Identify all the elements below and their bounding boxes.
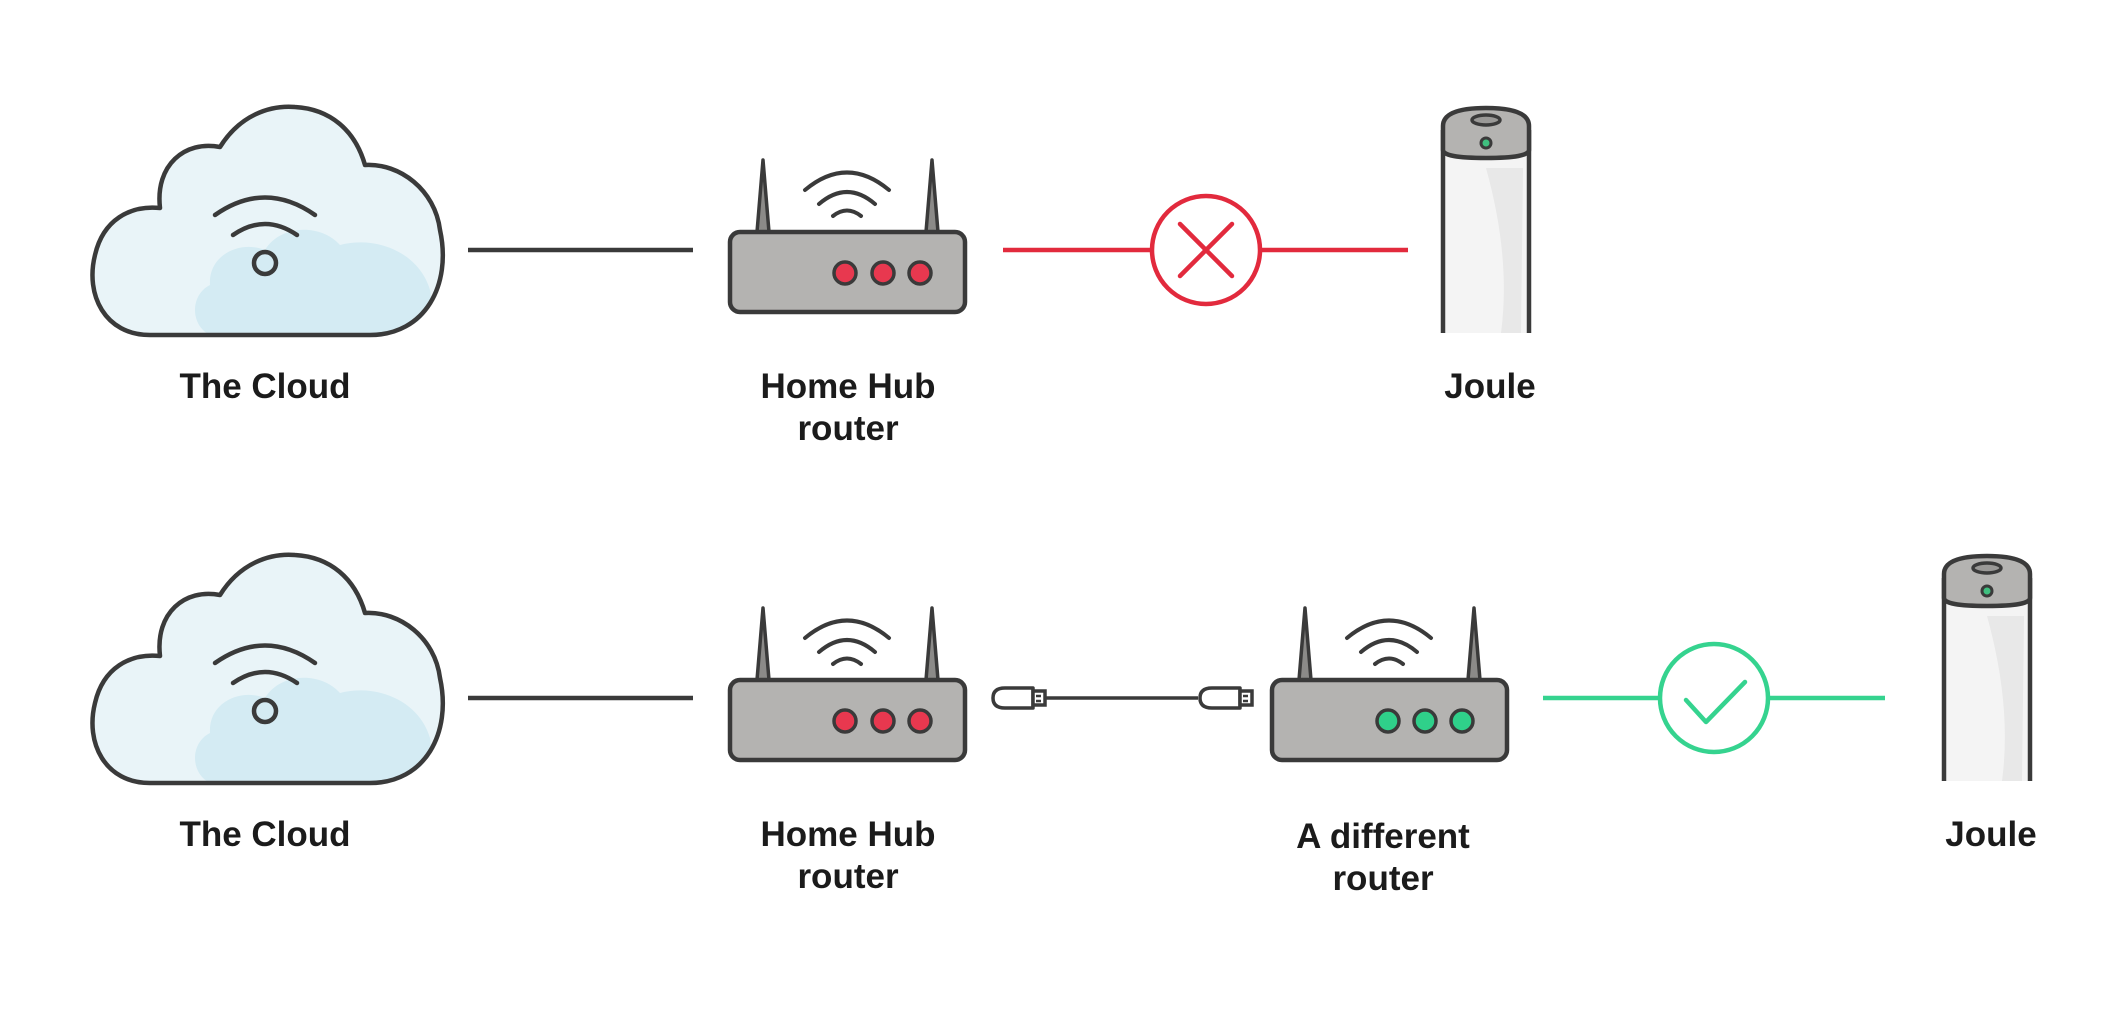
home-hub-label-line2: router [797,857,899,896]
home-hub-label: Home Hub router [688,366,1008,450]
router-icon [1272,608,1507,760]
router-icon [730,160,965,312]
router-icon [730,608,965,760]
cloud-wifi-icon [92,107,442,335]
router-led [907,260,933,286]
cloud-label: The Cloud [179,815,351,854]
joule-device-icon [1944,556,2030,781]
home-hub-label: Home Hub router [688,814,1008,898]
check-circle-icon [1657,641,1771,755]
joule-device-icon [1443,108,1529,333]
row-1 [92,107,1529,335]
joule-label: Joule [1444,367,1536,406]
router-led [1375,708,1401,734]
router-led [1449,708,1475,734]
ethernet-plug-right [1198,686,1254,710]
router-led [832,260,858,286]
different-router-label-line2: router [1332,859,1434,898]
router-led [907,708,933,734]
different-router-label: A different router [1223,816,1543,900]
cloud-label: The Cloud [179,367,351,406]
ethernet-cable-icon [991,686,1254,710]
row-2 [92,555,2030,783]
router-led [870,260,896,286]
different-router-label-line1: A different [1296,817,1470,856]
router-led [832,708,858,734]
cloud-wifi-icon [92,555,442,783]
ethernet-plug-left [991,686,1047,710]
router-led [1412,708,1438,734]
x-circle-icon [1149,193,1263,307]
home-hub-label-line2: router [797,409,899,448]
home-hub-label-line1: Home Hub [760,367,936,406]
home-hub-label-line1: Home Hub [760,815,936,854]
joule-label: Joule [1945,815,2037,854]
router-led [870,708,896,734]
